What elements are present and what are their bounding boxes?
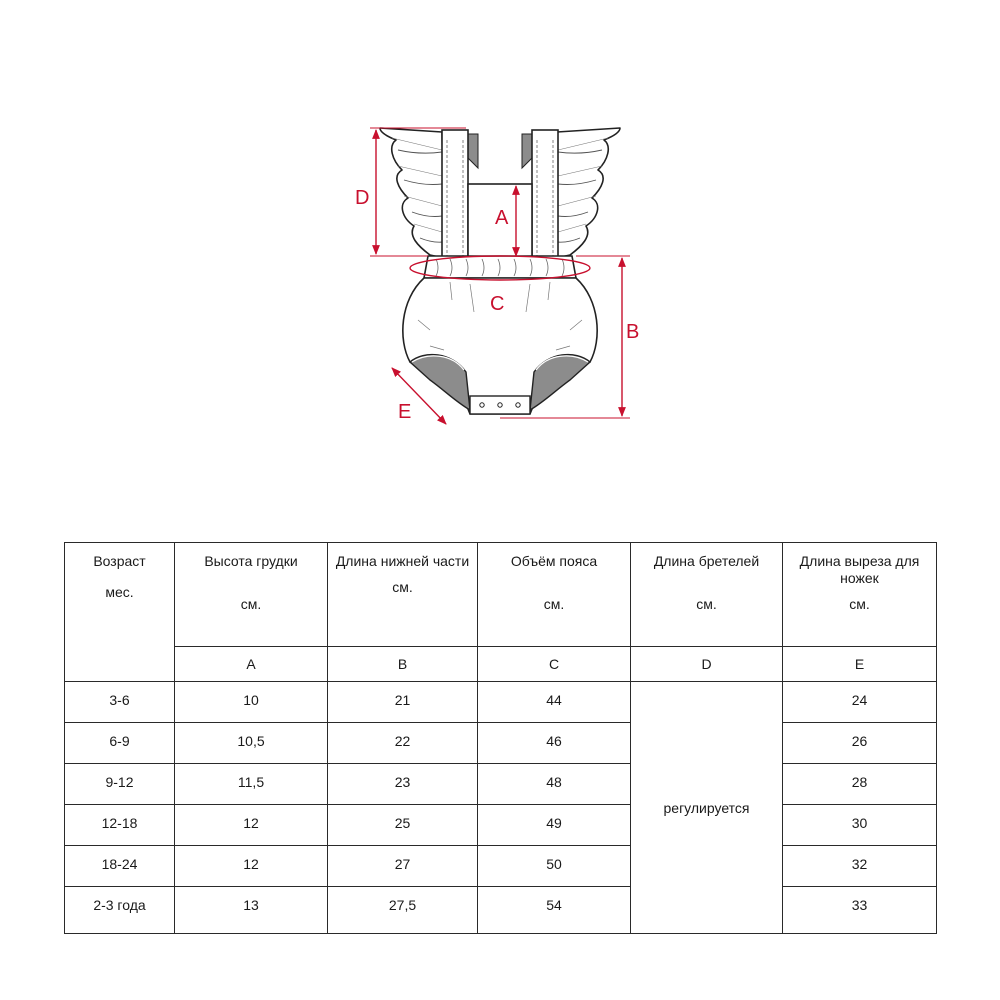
table-row: 9-12 11,5 23 48 28 — [64, 763, 937, 805]
cell-e: 26 — [782, 722, 937, 764]
label-e: E — [398, 401, 411, 423]
header-leg-opening: Длина выреза для ножек см. — [782, 542, 937, 647]
cell-a: 13 — [174, 886, 328, 934]
table-row: 3-6 10 21 44 регулируется 24 — [64, 681, 937, 934]
cell-a: 10,5 — [174, 722, 328, 764]
cell-e: 32 — [782, 845, 937, 887]
table-row: 12-18 12 25 49 30 — [64, 804, 937, 846]
cell-age: 6-9 — [64, 722, 175, 764]
label-a: A — [495, 207, 509, 229]
left-ruffle — [379, 127, 445, 259]
cell-age: 9-12 — [64, 763, 175, 805]
cell-c: 48 — [477, 763, 631, 805]
measure-e-line — [391, 367, 447, 425]
letter-a: A — [174, 646, 328, 682]
cell-e: 24 — [782, 681, 937, 723]
cell-a: 12 — [174, 804, 328, 846]
size-table: Возраст мес. Высота грудки см. Длина ниж… — [64, 542, 937, 934]
cell-e: 33 — [782, 886, 937, 934]
cell-c: 50 — [477, 845, 631, 887]
cell-b: 27 — [327, 845, 478, 887]
measure-c-ellipse — [409, 255, 591, 281]
cell-e: 28 — [782, 763, 937, 805]
table-row: 6-9 10,5 22 46 26 — [64, 722, 937, 764]
cell-b: 23 — [327, 763, 478, 805]
left-strap — [441, 129, 469, 259]
cell-a: 10 — [174, 681, 328, 723]
garment-diagram: D A C B E — [355, 127, 639, 425]
letter-b: B — [327, 646, 478, 682]
cell-c: 49 — [477, 804, 631, 846]
cell-age: 18-24 — [64, 845, 175, 887]
cell-strap-adjustable: регулируется — [630, 681, 783, 934]
letter-c: C — [477, 646, 631, 682]
snap-tab — [469, 395, 531, 415]
cell-b: 21 — [327, 681, 478, 723]
header-bottom-length: Длина нижней части см. — [327, 542, 478, 647]
right-leg-opening — [529, 353, 592, 412]
cell-a: 11,5 — [174, 763, 328, 805]
header-age: Возраст мес. — [64, 542, 175, 682]
label-c: C — [490, 293, 504, 315]
cell-age: 2-3 года — [64, 886, 175, 934]
cell-age: 3-6 — [64, 681, 175, 723]
cell-a: 12 — [174, 845, 328, 887]
letter-row: A B C D E — [65, 646, 937, 682]
cell-b: 25 — [327, 804, 478, 846]
label-d: D — [355, 187, 369, 209]
letter-e: E — [782, 646, 937, 682]
label-b: B — [626, 321, 639, 343]
letter-d: D — [630, 646, 783, 682]
table-row: 2-3 года 13 27,5 54 33 — [64, 886, 937, 934]
cell-b: 22 — [327, 722, 478, 764]
cell-c: 44 — [477, 681, 631, 723]
header-row: Возраст мес. Высота грудки см. Длина ниж… — [64, 542, 937, 682]
cell-b: 27,5 — [327, 886, 478, 934]
cell-c: 46 — [477, 722, 631, 764]
cell-age: 12-18 — [64, 804, 175, 846]
header-waist: Объём пояса см. — [477, 542, 631, 647]
right-strap — [531, 129, 559, 259]
table-row: 18-24 12 27 50 32 — [64, 845, 937, 887]
right-ruffle — [555, 127, 621, 259]
header-bib-height: Высота грудки см. — [174, 542, 328, 647]
cell-e: 30 — [782, 804, 937, 846]
cell-c: 54 — [477, 886, 631, 934]
bib — [467, 183, 533, 259]
header-strap-length: Длина бретелей см. — [630, 542, 783, 647]
